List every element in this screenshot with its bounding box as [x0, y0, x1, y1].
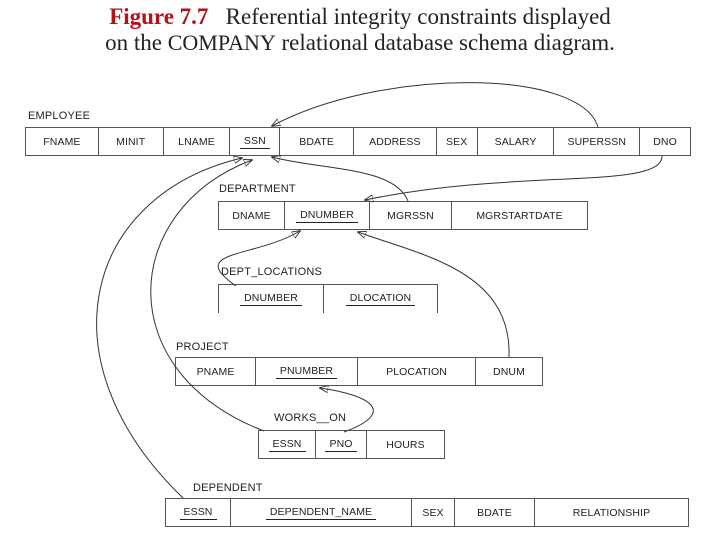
attr-label-primary-key: PNUMBER [275, 365, 338, 379]
attr-label-primary-key: ESSN [268, 438, 306, 452]
attr-label: SUPERSSN [567, 135, 627, 148]
attr-label-primary-key: PNO [325, 438, 357, 452]
employee-table-name: EMPLOYEE [28, 110, 91, 122]
dept-locations-attr-dlocation: DLOCATION [324, 285, 437, 313]
attr-label: BDATE [477, 506, 512, 519]
project-attr-plocation: PLOCATION [358, 358, 476, 385]
attr-label: SEX [422, 506, 444, 519]
figure-title-line-1: Figure 7.7 Referential integrity constra… [0, 4, 720, 30]
employee-attr-ssn: SSN [230, 128, 281, 155]
attr-label: SALARY [494, 135, 537, 148]
employee-attr-sex: SEX [437, 128, 478, 155]
works-on-attr-essn: ESSN [259, 431, 316, 458]
attr-label-primary-key: SSN [239, 135, 270, 149]
arrow-dno-to-dnumber [365, 155, 663, 200]
attr-label-primary-key: DLOCATION [345, 292, 416, 306]
project-attr-dnum: DNUM [476, 358, 542, 385]
works-on-relation: ESSN PNO HOURS [258, 430, 445, 459]
dependent-attr-dependent-name: DEPENDENT_NAME [231, 499, 412, 526]
attr-label: DNO [653, 135, 677, 148]
figure-label: Figure 7.7 [109, 4, 209, 29]
attr-label: BDATE [299, 135, 334, 148]
dependent-attr-essn: ESSN [166, 499, 231, 526]
attr-label: RELATIONSHIP [572, 506, 651, 519]
dept-locations-relation: DNUMBER DLOCATION [218, 284, 438, 313]
dept-locations-attr-dnumber: DNUMBER [219, 285, 324, 313]
arrow-pno-to-pnumber [320, 388, 374, 433]
attr-label: HOURS [386, 438, 425, 451]
dept-locations-table-name: DEPT_LOCATIONS [221, 266, 323, 278]
figure-caption-line-1: Referential integrity constraints displa… [225, 4, 611, 29]
department-attr-mgrssn: MGRSSN [370, 202, 452, 229]
dependent-table-name: DEPENDENT [193, 482, 263, 494]
figure-title-line-2: on the COMPANY relational database schem… [0, 30, 720, 56]
department-attr-mgrstartdate: MGRSTARTDATE [452, 202, 587, 229]
figure-caption-company: COMPANY [167, 30, 276, 55]
attr-label: MINIT [116, 135, 146, 148]
figure-caption-prefix: on the [105, 30, 168, 55]
attr-label: MGRSTARTDATE [476, 209, 563, 222]
project-attr-pname: PNAME [176, 358, 256, 385]
employee-attr-dno: DNO [640, 128, 690, 155]
department-attr-dnumber: DNUMBER [285, 202, 370, 229]
attr-label: ADDRESS [369, 135, 421, 148]
attr-label: MGRSSN [387, 209, 434, 222]
attr-label-primary-key: DEPENDENT_NAME [265, 506, 377, 520]
project-relation: PNAME PNUMBER PLOCATION DNUM [175, 357, 543, 386]
attr-label: PLOCATION [386, 365, 447, 378]
department-attr-dname: DNAME [219, 202, 285, 229]
dependent-relation: ESSN DEPENDENT_NAME SEX BDATE RELATIONSH… [165, 498, 689, 527]
employee-attr-bdate: BDATE [280, 128, 355, 155]
employee-attr-superssn: SUPERSSN [554, 128, 641, 155]
department-table-name: DEPARTMENT [219, 183, 296, 195]
employee-relation: FNAME MINIT LNAME SSN BDATE ADDRESS SEX … [25, 127, 691, 156]
attr-label: PNAME [196, 365, 235, 378]
attr-label-primary-key: ESSN [179, 506, 217, 520]
project-attr-pnumber: PNUMBER [256, 358, 358, 385]
dependent-attr-sex: SEX [412, 499, 455, 526]
works-on-table-name: WORKS__ON [274, 412, 347, 424]
attr-label: SEX [446, 135, 468, 148]
figure-caption-suffix: relational database schema diagram. [275, 30, 615, 55]
project-table-name: PROJECT [176, 341, 229, 353]
attr-label: LNAME [178, 135, 215, 148]
dependent-attr-relationship: RELATIONSHIP [535, 499, 688, 526]
works-on-attr-hours: HOURS [367, 431, 444, 458]
employee-attr-lname: LNAME [164, 128, 231, 155]
attr-label: FNAME [43, 135, 81, 148]
attr-label-primary-key: DNUMBER [240, 292, 302, 306]
employee-attr-address: ADDRESS [354, 128, 437, 155]
employee-attr-fname: FNAME [26, 128, 99, 155]
employee-attr-salary: SALARY [478, 128, 555, 155]
works-on-attr-pno: PNO [316, 431, 367, 458]
attr-label: DNUM [493, 365, 525, 378]
arrow-superssn-to-ssn [272, 82, 599, 128]
department-relation: DNAME DNUMBER MGRSSN MGRSTARTDATE [218, 201, 588, 230]
attr-label: DNAME [232, 209, 271, 222]
dependent-attr-bdate: BDATE [455, 499, 535, 526]
employee-attr-minit: MINIT [99, 128, 164, 155]
attr-label-primary-key: DNUMBER [296, 209, 358, 223]
